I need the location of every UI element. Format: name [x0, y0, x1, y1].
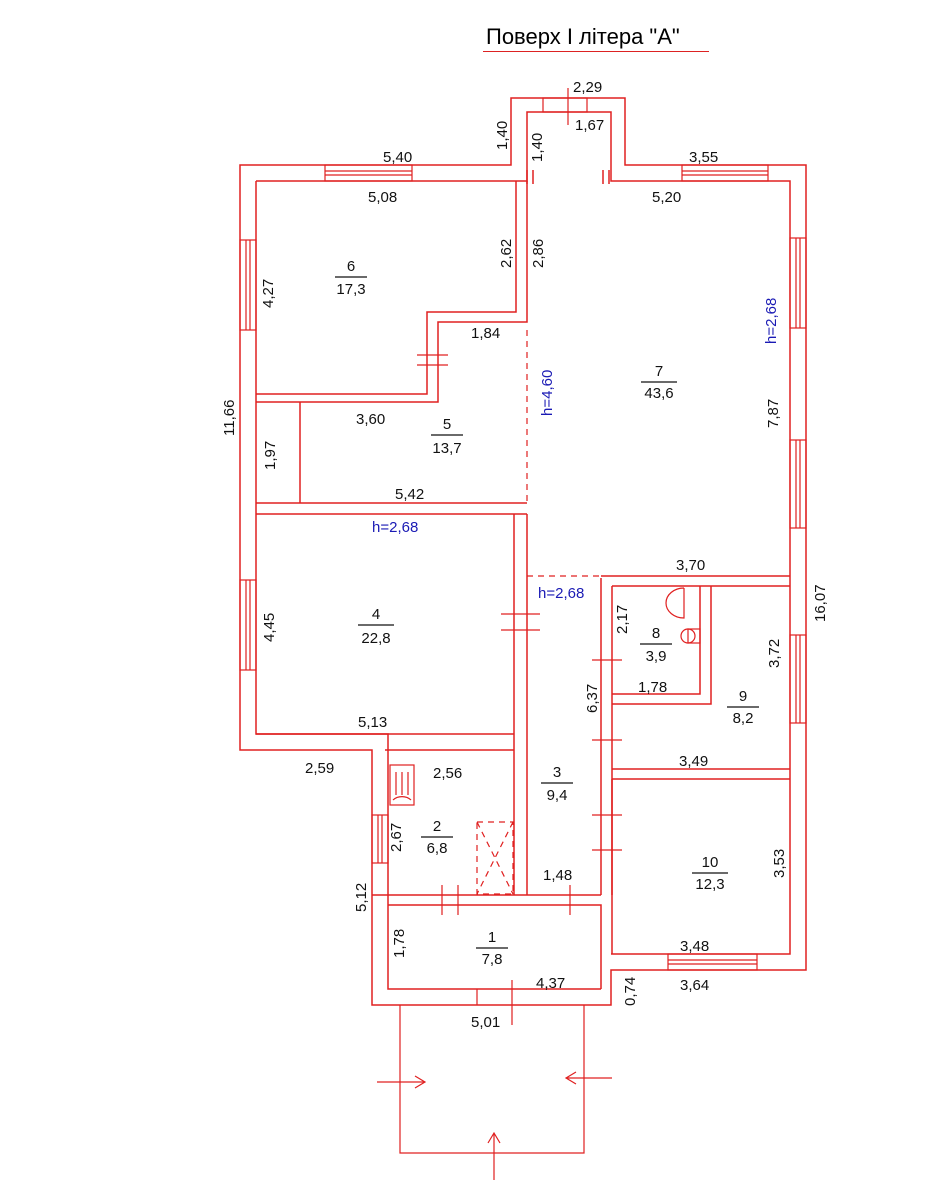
- room-labels: 6 17,3 5 13,7 7 43,6 4 22,8 8 3,9 9 8,2 …: [335, 258, 759, 968]
- dim-label: 3,60: [356, 411, 385, 428]
- dim-label: 5,08: [368, 189, 397, 206]
- height-labels: h=2,68 h=4,60 h=2,68 h=2,68: [372, 298, 780, 602]
- dim-label: 1,48: [543, 867, 572, 884]
- boiler-icon: [389, 764, 415, 806]
- dim-label: 1,67: [575, 117, 604, 134]
- dim-label: 7,87: [765, 399, 782, 428]
- dim-label: 1,78: [638, 679, 667, 696]
- dim-label: 1,97: [262, 441, 279, 470]
- dim-label: 0,74: [622, 977, 639, 1006]
- room-9-area: 8,2: [733, 710, 754, 727]
- dim-label: 3,48: [680, 938, 709, 955]
- bathtub-icon: [665, 587, 685, 619]
- dim-label: 2,29: [573, 79, 602, 96]
- room-1-area: 7,8: [482, 951, 503, 968]
- dim-label: 2,56: [433, 765, 462, 782]
- dim-label: 3,72: [766, 639, 783, 668]
- outer-walls: [239, 97, 807, 1006]
- dim-label: 5,40: [383, 149, 412, 166]
- windows: [239, 97, 807, 971]
- room-3-area: 9,4: [547, 787, 568, 804]
- height-room-5: h=4,60: [539, 370, 556, 416]
- height-room-4: h=2,68: [372, 519, 418, 536]
- dim-label: 5,12: [353, 883, 370, 912]
- dim-label: 11,66: [221, 400, 238, 436]
- dim-label: 3,49: [679, 753, 708, 770]
- dim-label: 6,37: [584, 684, 601, 713]
- dim-label: 5,42: [395, 486, 424, 503]
- dim-label: 5,13: [358, 714, 387, 731]
- dim-label: 3,64: [680, 977, 709, 994]
- dim-label: 3,53: [771, 849, 788, 878]
- porch: [377, 1005, 612, 1180]
- dim-label: 2,86: [530, 239, 547, 268]
- dim-label: 1,40: [494, 121, 511, 150]
- dim-label: 2,67: [388, 823, 405, 852]
- floor-title: Поверх І літера "А": [486, 24, 680, 49]
- dim-label: 2,62: [498, 239, 515, 268]
- room-8-number: 8: [652, 625, 660, 642]
- room-2-area: 6,8: [427, 840, 448, 857]
- room-3-number: 3: [553, 764, 561, 781]
- room-7-number: 7: [655, 363, 663, 380]
- dim-label: 16,07: [812, 584, 829, 622]
- room-5-number: 5: [443, 416, 451, 433]
- door-marks: [417, 88, 622, 1025]
- dim-label: 1,84: [471, 325, 500, 342]
- dim-label: 3,55: [689, 149, 718, 166]
- title-underline: [483, 51, 709, 52]
- room-5-area: 13,7: [432, 440, 461, 457]
- fixtures: [389, 587, 701, 806]
- dim-label: 5,01: [471, 1014, 500, 1031]
- room-8-area: 3,9: [646, 648, 667, 665]
- dim-label: 1,78: [391, 929, 408, 958]
- room-2-number: 2: [433, 818, 441, 835]
- room-4-area: 22,8: [361, 630, 390, 647]
- dim-label: 1,40: [529, 133, 546, 162]
- height-room-7: h=2,68: [763, 298, 780, 344]
- height-corridor: h=2,68: [538, 585, 584, 602]
- dim-label: 2,17: [614, 605, 631, 634]
- room-10-area: 12,3: [695, 876, 724, 893]
- dim-label: 5,20: [652, 189, 681, 206]
- dim-label: 2,59: [305, 760, 334, 777]
- dim-label: 4,45: [261, 613, 278, 642]
- room-9-number: 9: [739, 688, 747, 705]
- dim-label: 4,27: [260, 279, 277, 308]
- room-10-number: 10: [702, 854, 719, 871]
- dimension-labels: 2,29 1,67 1,40 1,40 5,40 5,08 3,55 5,20 …: [221, 79, 829, 1031]
- room-1-number: 1: [488, 929, 496, 946]
- room-6-area: 17,3: [336, 281, 365, 298]
- room-7-area: 43,6: [644, 385, 673, 402]
- dim-label: 3,70: [676, 557, 705, 574]
- dim-label: 4,37: [536, 975, 565, 992]
- room-6-number: 6: [347, 258, 355, 275]
- room-4-number: 4: [372, 606, 380, 623]
